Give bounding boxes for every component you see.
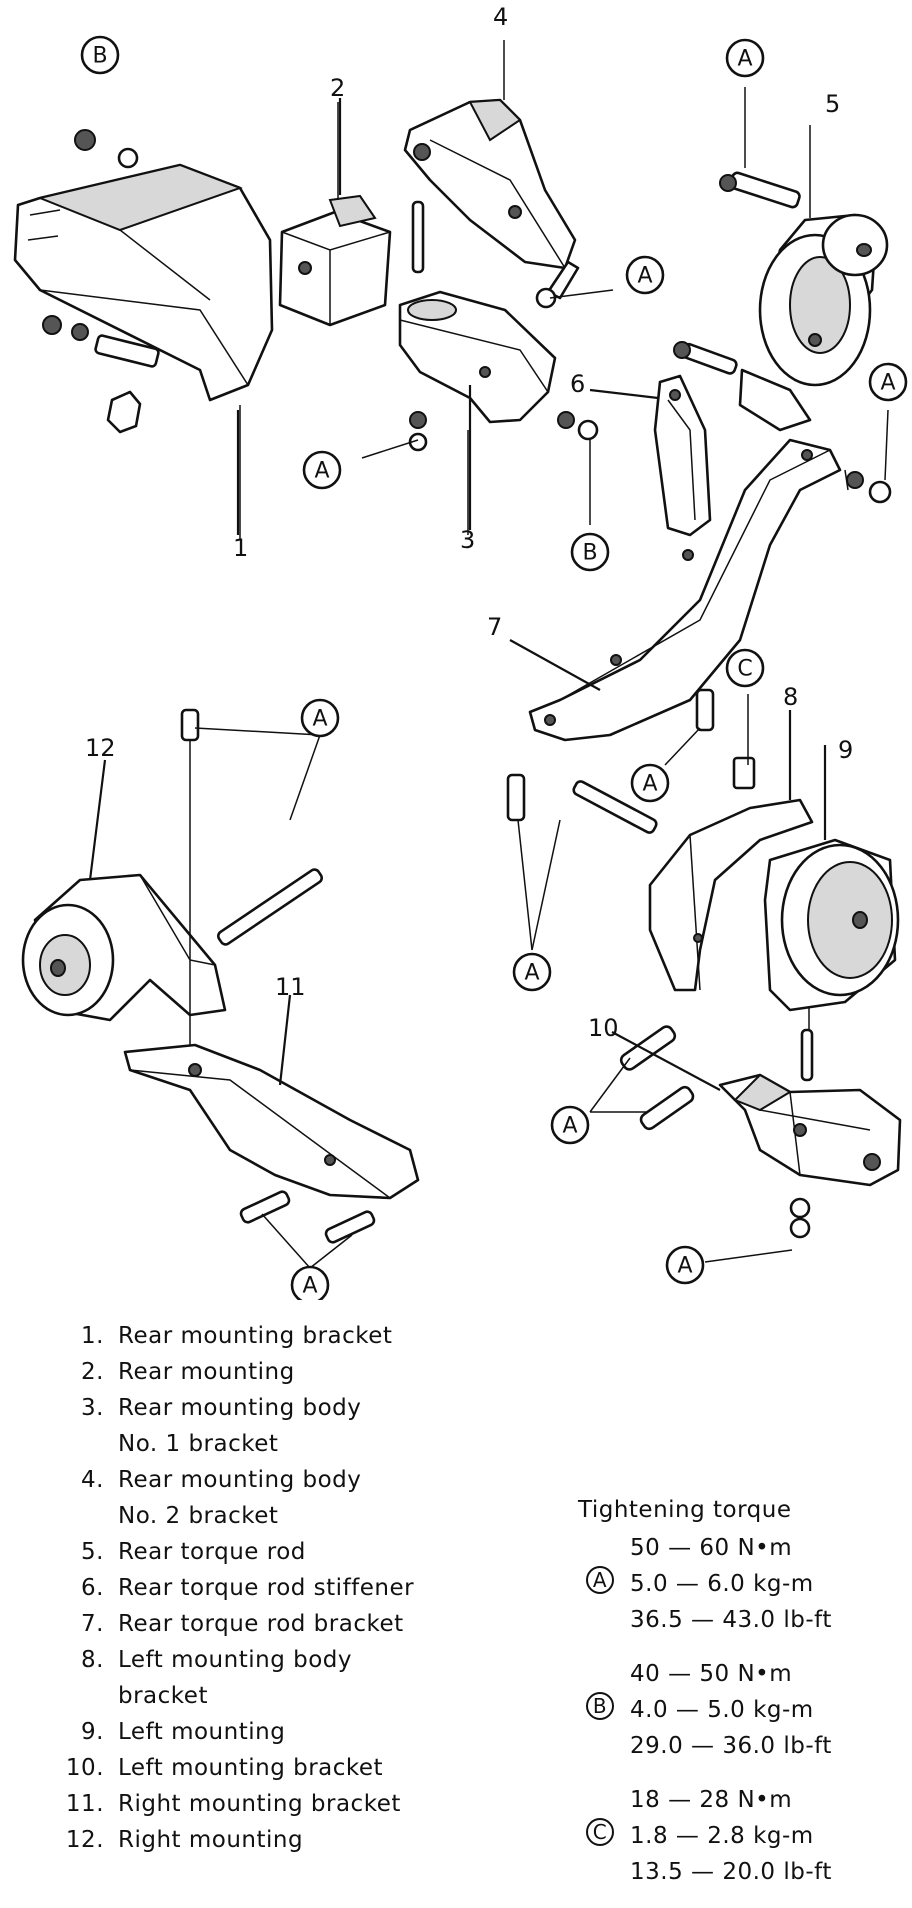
callout-a-bracket-10: A — [550, 1105, 590, 1145]
part-number-9: 9 — [838, 736, 853, 764]
callout-a-far-right: A — [868, 362, 908, 402]
part-number-8: 8 — [783, 683, 798, 711]
svg-text:A: A — [314, 459, 329, 484]
part-rear-mounting-body-no1-bracket — [398, 200, 599, 452]
callout-a-left-mid: A — [302, 450, 342, 490]
legend-item-continuation: bracket — [118, 1683, 208, 1709]
legend-item: 10.Left mounting bracket — [65, 1755, 384, 1781]
leader-lines — [88, 98, 827, 1091]
part-rear-torque-rod-bracket — [528, 438, 892, 742]
svg-text:A: A — [880, 371, 895, 396]
torque-mark-c: C — [586, 1818, 614, 1846]
parts-legend: 1.Rear mounting bracket 2.Rear mounting … — [48, 1318, 518, 1858]
callout-a-top-right: A — [725, 38, 765, 78]
part-rear-mounting-bracket — [13, 129, 274, 434]
legend-item: 4.Rear mounting body — [81, 1467, 362, 1493]
svg-text:A: A — [562, 1114, 577, 1139]
part-number-3: 3 — [460, 526, 475, 554]
callout-a-bracket-4: A — [625, 255, 665, 295]
legend-item: 8.Left mounting body — [81, 1647, 352, 1673]
torque-c-kgm: 1.8 — 2.8 kg-m — [630, 1823, 814, 1849]
legend-item: 6.Rear torque rod stiffener — [81, 1575, 415, 1601]
part-number-labels: 1 2 3 4 5 6 7 8 9 10 11 12 — [85, 3, 853, 1042]
legend-item: 2.Rear mounting — [81, 1359, 295, 1385]
legend-item: 3.Rear mounting body — [81, 1395, 362, 1421]
svg-text:A: A — [312, 707, 327, 732]
part-number-7: 7 — [487, 613, 502, 641]
torque-b-lbft: 29.0 — 36.0 lb-ft — [630, 1733, 832, 1759]
torque-c-lbft: 13.5 — 20.0 lb-ft — [630, 1859, 832, 1885]
torque-title: Tightening torque — [578, 1497, 792, 1523]
part-left-mounting-body-bracket — [648, 756, 814, 992]
torque-b-nm: 40 — 50 N•m — [630, 1661, 793, 1687]
svg-text:B: B — [582, 541, 597, 566]
svg-text:A: A — [677, 1254, 692, 1279]
torque-group-b: 40 — 50 N•m B 4.0 — 5.0 kg-m 29.0 — 36.0… — [578, 1656, 898, 1764]
part-rear-torque-rod-stiffener — [653, 374, 712, 561]
callout-a-bottom-right: A — [665, 1245, 705, 1285]
torque-callouts: B A A A A B C A A A A A A — [80, 35, 908, 1300]
svg-text:A: A — [642, 772, 657, 797]
part-rear-torque-rod — [673, 171, 889, 432]
callout-a-bolts-8: A — [512, 952, 552, 992]
part-number-2: 2 — [330, 74, 345, 102]
callout-b-mid: B — [570, 532, 610, 572]
callout-a-bracket-11: A — [290, 1265, 330, 1300]
legend-item: 1.Rear mounting bracket — [81, 1323, 393, 1349]
legend-item-continuation: No. 2 bracket — [118, 1503, 279, 1529]
torque-group-c: 18 — 28 N•m C 1.8 — 2.8 kg-m 13.5 — 20.0… — [578, 1782, 898, 1890]
torque-a-lbft: 36.5 — 43.0 lb-ft — [630, 1607, 832, 1633]
torque-group-a: 50 — 60 N•m A 5.0 — 6.0 kg-m 36.5 — 43.0… — [578, 1530, 898, 1638]
part-right-mounting — [21, 708, 324, 1065]
svg-text:A: A — [737, 47, 752, 72]
part-rear-mounting — [278, 194, 392, 327]
part-number-4: 4 — [493, 3, 508, 31]
part-number-5: 5 — [825, 90, 840, 118]
legend-item: 5.Rear torque rod — [81, 1539, 306, 1565]
torque-mark-a: A — [586, 1566, 614, 1594]
part-left-mounting-bracket — [619, 1025, 902, 1239]
svg-text:A: A — [302, 1274, 317, 1299]
part-left-mounting — [763, 838, 900, 1082]
legend-item: 12.Right mounting — [65, 1827, 304, 1853]
svg-text:B: B — [92, 44, 107, 69]
torque-a-kgm: 5.0 — 6.0 kg-m — [630, 1571, 814, 1597]
part-number-1: 1 — [233, 534, 248, 562]
legend-item-continuation: No. 1 bracket — [118, 1431, 279, 1457]
callout-c: C — [725, 648, 765, 688]
torque-c-nm: 18 — 28 N•m — [630, 1787, 793, 1813]
legend-item: 7.Rear torque rod bracket — [81, 1611, 404, 1637]
part-number-10: 10 — [588, 1014, 619, 1042]
exploded-view-diagram: 1 2 3 4 5 6 7 8 9 10 11 12 B A A A A B C… — [13, 3, 908, 1300]
part-number-6: 6 — [570, 370, 585, 398]
torque-a-nm: 50 — 60 N•m — [630, 1535, 793, 1561]
svg-text:A: A — [524, 961, 539, 986]
legend-item: 9.Left mounting — [81, 1719, 286, 1745]
part-rear-mounting-body-no2-bracket — [403, 98, 580, 309]
callout-a-bracket-8: A — [630, 763, 670, 803]
torque-b-kgm: 4.0 — 5.0 kg-m — [630, 1697, 814, 1723]
svg-text:C: C — [737, 657, 752, 682]
svg-text:A: A — [637, 264, 652, 289]
part-number-11: 11 — [275, 973, 306, 1001]
part-right-mounting-bracket — [123, 1043, 420, 1244]
callout-a-right-mount: A — [300, 698, 340, 738]
part-number-12: 12 — [85, 734, 116, 762]
bolts-left-side — [506, 688, 715, 834]
tightening-torque-table: Tightening torque 50 — 60 N•m A 5.0 — 6.… — [578, 1492, 898, 1908]
callout-leaders — [194, 289, 889, 1269]
torque-mark-b: B — [586, 1692, 614, 1720]
callout-b-top: B — [80, 35, 120, 75]
legend-item: 11.Right mounting bracket — [65, 1791, 401, 1817]
